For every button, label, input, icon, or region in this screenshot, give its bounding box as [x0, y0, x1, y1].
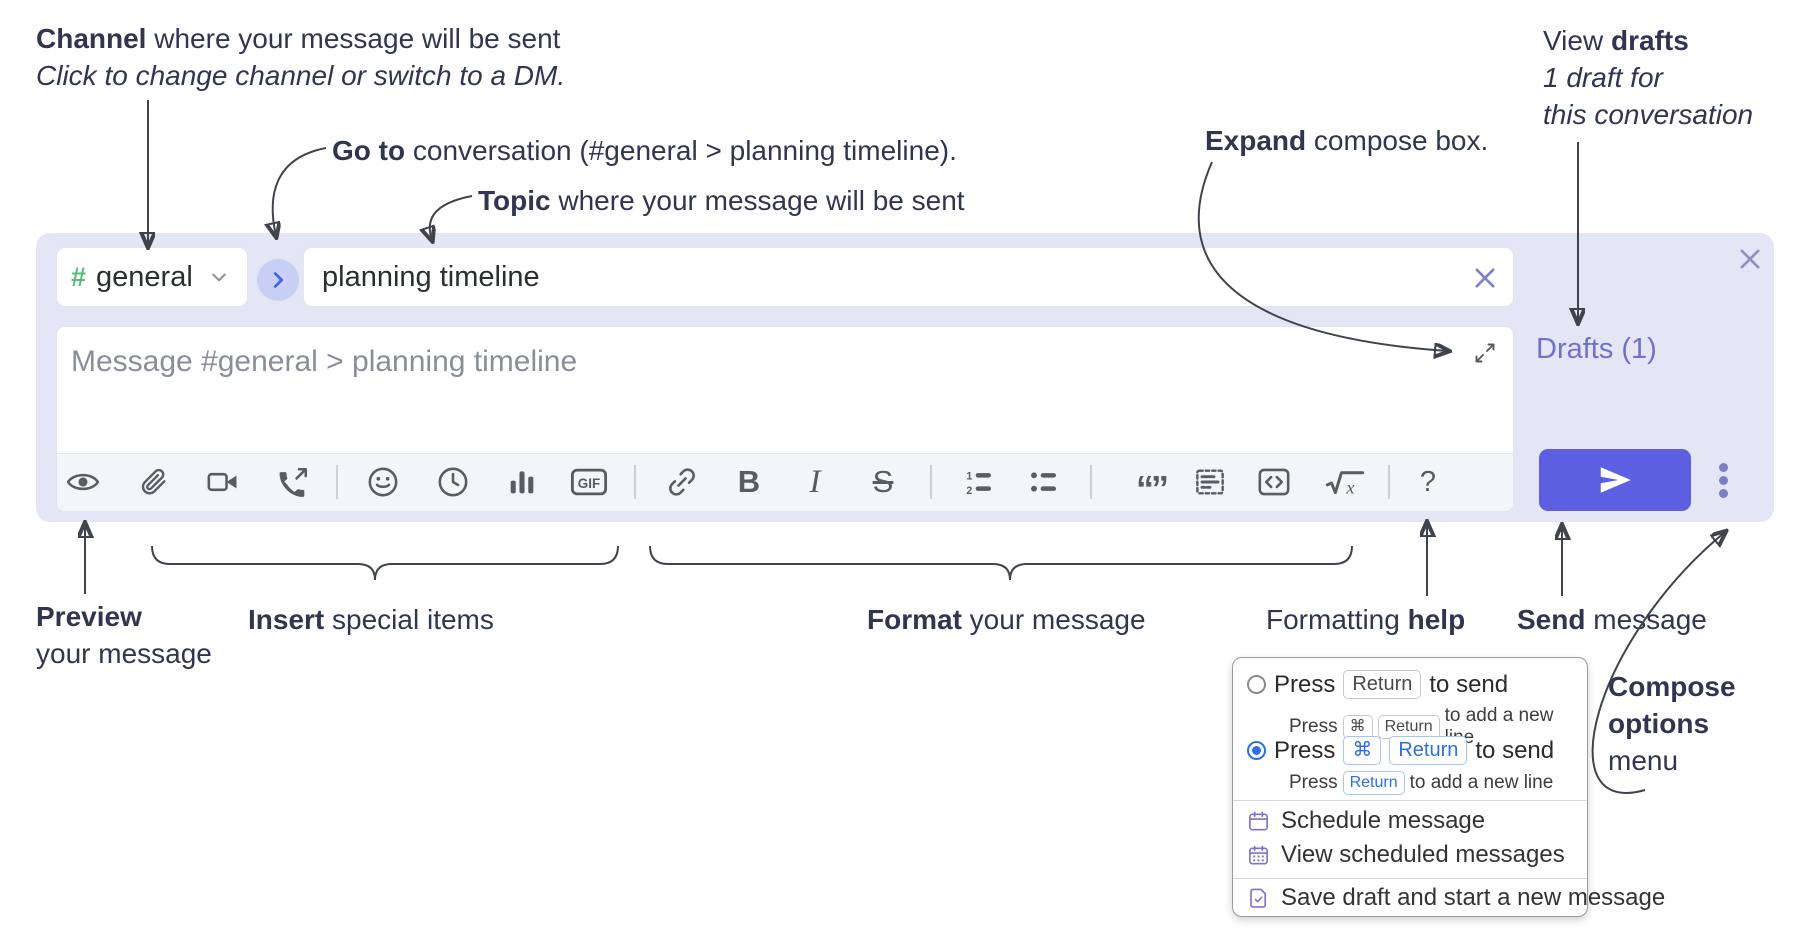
channel-selector[interactable]: # general — [56, 247, 248, 307]
calendar-icon — [1249, 811, 1268, 830]
draft-doc-icon — [1250, 888, 1267, 908]
italic-icon[interactable]: I — [809, 463, 821, 500]
formatting-help-annotation: Formatting help — [1266, 604, 1466, 635]
bold-icon[interactable]: B — [737, 464, 761, 499]
message-textarea[interactable] — [57, 327, 1513, 447]
format-brace — [649, 545, 1353, 581]
cmd-enter-sends-option[interactable]: Press ⌘ Return to send — [1247, 736, 1554, 765]
expand-annotation: Expand compose box. — [1205, 125, 1489, 156]
strikethrough-icon[interactable]: S — [872, 464, 894, 499]
close-compose-icon[interactable] — [1736, 245, 1764, 273]
goto-arrow — [273, 147, 327, 236]
voice-call-icon[interactable] — [271, 460, 315, 504]
preview-eye-icon[interactable] — [61, 460, 105, 504]
send-button[interactable] — [1539, 449, 1691, 511]
compose-options-annotation: Compose options menu — [1608, 671, 1736, 776]
svg-text:2: 2 — [966, 485, 972, 497]
channel-hash-icon: # — [71, 261, 87, 292]
code-icon[interactable] — [1252, 460, 1296, 504]
goto-conversation-button[interactable] — [257, 259, 299, 301]
schedule-clock-icon[interactable] — [431, 460, 475, 504]
toolbar-divider — [634, 465, 636, 499]
poll-chart-icon[interactable] — [500, 460, 544, 504]
math-icon[interactable]: x — [1319, 460, 1371, 504]
compose-options-ellipsis-icon[interactable] — [1709, 457, 1737, 503]
channel-annotation: Channel where your message will be sent … — [36, 20, 565, 94]
emoji-icon[interactable] — [361, 460, 405, 504]
preview-annotation: Preview your message — [36, 601, 212, 669]
radio-selected[interactable] — [1247, 741, 1266, 760]
channel-annotation-sub: Click to change channel or switch to a D… — [36, 60, 566, 91]
topic-input[interactable] — [304, 248, 1513, 306]
cmd-enter-sends-option-sub: Press Return to add a new line — [1289, 771, 1554, 795]
return-key: Return — [1343, 670, 1422, 699]
svg-text:x: x — [1345, 477, 1355, 497]
chevron-down-icon — [211, 273, 226, 282]
bulleted-list-icon[interactable] — [1022, 460, 1066, 504]
drafts-link[interactable]: Drafts (1) — [1536, 333, 1657, 365]
gif-icon[interactable]: GIF — [567, 460, 611, 504]
video-call-icon[interactable] — [201, 460, 245, 504]
radio-unselected[interactable] — [1247, 675, 1266, 694]
help-question-icon[interactable]: ? — [1419, 465, 1437, 498]
send-annotation: Send message — [1517, 604, 1707, 635]
channel-annotation-bold: Channel — [36, 23, 147, 54]
view-drafts-annotation: View drafts 1 draft for this conversatio… — [1543, 25, 1754, 130]
spoiler-icon[interactable] — [1188, 460, 1232, 504]
quote-icon[interactable]: “” — [1136, 468, 1169, 509]
return-key: Return — [1377, 715, 1440, 739]
clear-topic-icon[interactable] — [1471, 264, 1499, 292]
schedule-message-item[interactable]: Schedule message — [1247, 807, 1485, 835]
return-key: Return — [1342, 771, 1405, 795]
message-box: GIF B I S 12 “” — [56, 326, 1514, 512]
send-paper-plane-icon — [1600, 467, 1631, 493]
cmd-key: ⌘ — [1343, 736, 1382, 765]
menu-divider — [1233, 800, 1587, 801]
link-icon[interactable] — [660, 460, 704, 504]
format-annotation: Format your message — [867, 604, 1146, 635]
channel-name: general — [96, 260, 193, 293]
view-scheduled-messages-item[interactable]: View scheduled messages — [1247, 841, 1565, 869]
topic-input-wrap — [303, 247, 1514, 307]
compose-box: # general — [36, 233, 1774, 522]
svg-text:1: 1 — [966, 470, 972, 482]
topic-annotation: Topic where your message will be sent — [478, 185, 965, 216]
enter-sends-option-sub: Press ⌘ Return to add a new line — [1289, 705, 1554, 748]
toolbar-divider — [1388, 465, 1390, 499]
toolbar-divider — [930, 465, 932, 499]
insert-brace — [151, 545, 619, 581]
save-draft-item[interactable]: Save draft and start a new message — [1247, 884, 1665, 912]
toolbar-divider — [336, 465, 338, 499]
svg-text:GIF: GIF — [578, 476, 600, 491]
calendar-grid-icon — [1249, 845, 1268, 864]
insert-annotation: Insert special items — [248, 604, 494, 635]
attach-paperclip-icon[interactable] — [131, 460, 175, 504]
menu-divider — [1233, 878, 1587, 879]
chevron-right-icon — [273, 272, 284, 288]
compose-options-menu: Press Return to send Press ⌘ Return to a… — [1232, 657, 1665, 917]
expand-compose-icon[interactable] — [1473, 341, 1497, 365]
enter-sends-option[interactable]: Press Return to send — [1247, 670, 1508, 699]
return-key: Return — [1389, 736, 1468, 765]
toolbar-divider — [1090, 465, 1092, 499]
goto-annotation: Go to conversation (#general > planning … — [332, 135, 957, 166]
cmd-key: ⌘ — [1342, 715, 1373, 739]
